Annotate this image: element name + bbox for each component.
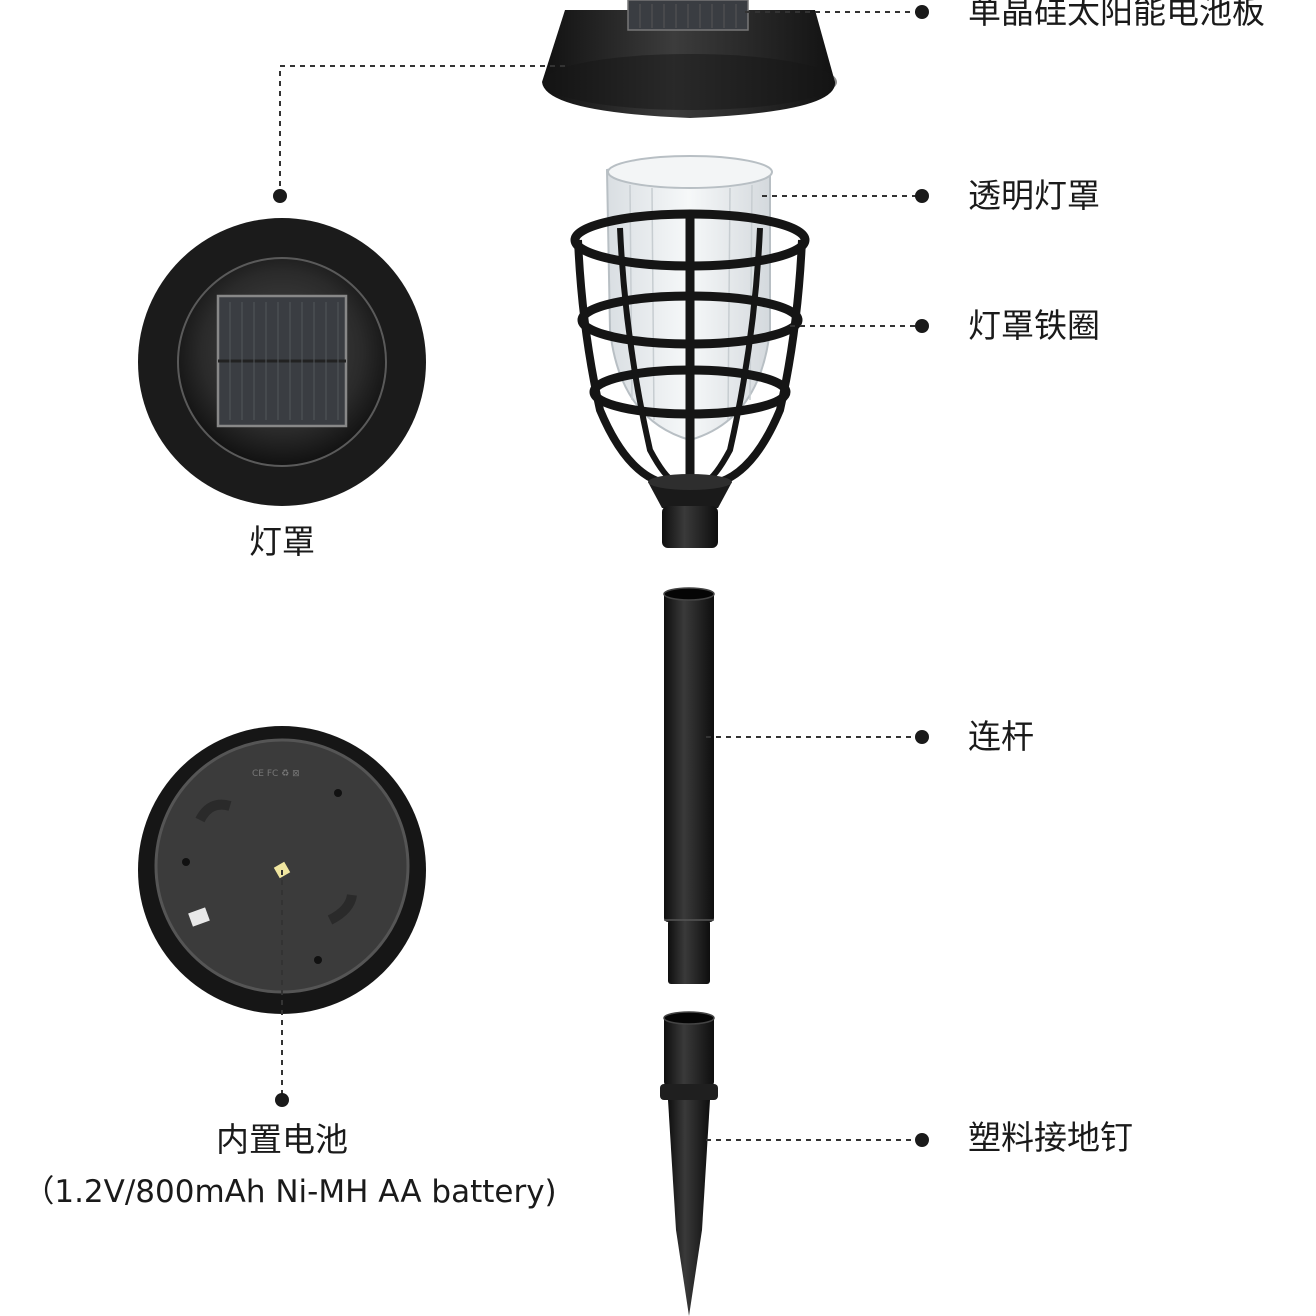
- svg-text:CE FC ♻ ⊠: CE FC ♻ ⊠: [252, 769, 300, 779]
- label-solar-panel: 单晶硅太阳能电池板: [968, 0, 1265, 31]
- leader-lines: [279, 11, 916, 1141]
- label-rod: 连杆: [968, 717, 1034, 756]
- leader-dots: [273, 5, 929, 1147]
- caption-lamp-cap: 灯罩: [249, 522, 315, 561]
- label-iron-ring: 灯罩铁圈: [968, 306, 1100, 345]
- lamp-cap-top-view-illustration: [138, 218, 426, 506]
- ground-stake-illustration: [660, 1011, 718, 1316]
- caption-battery-title: 内置电池: [216, 1120, 348, 1159]
- label-clear-shade: 透明灯罩: [968, 176, 1100, 215]
- iron-ring-cage-illustration: [570, 209, 810, 486]
- solar-cap-side-illustration: [542, 0, 837, 118]
- label-ground-stake: 塑料接地钉: [968, 1118, 1133, 1157]
- rod-illustration: [663, 587, 715, 984]
- caption-battery-spec: （1.2V/800mAh Ni-MH AA battery): [23, 1174, 557, 1210]
- cage-base-socket: [648, 474, 732, 548]
